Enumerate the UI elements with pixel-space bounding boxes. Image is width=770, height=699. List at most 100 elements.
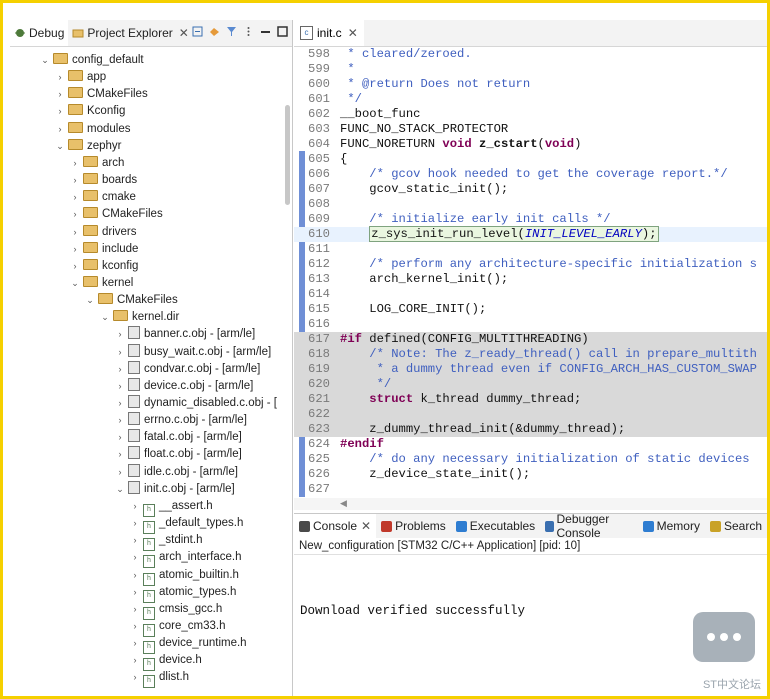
chevron-right-icon[interactable]: › <box>133 655 137 666</box>
chevron-down-icon[interactable]: ⌄ <box>116 483 124 494</box>
chevron-right-icon[interactable]: › <box>118 398 122 408</box>
tab-executables[interactable]: Executables <box>451 514 540 538</box>
filter-icon[interactable] <box>226 26 237 37</box>
chevron-right-icon[interactable]: › <box>133 586 137 597</box>
scroll-left-icon[interactable]: ◀ <box>340 498 347 508</box>
tab-debugger-console[interactable]: Debugger Console <box>540 512 637 540</box>
chevron-right-icon[interactable]: › <box>118 432 122 443</box>
tree-item[interactable]: ›h_default_types.h <box>130 515 243 535</box>
tree-item[interactable]: ›include <box>70 241 138 258</box>
editor-hscrollbar[interactable]: ◀ <box>294 498 767 510</box>
code-line[interactable]: 617#if defined(CONFIG_MULTITHREADING) <box>294 332 767 347</box>
tree-item[interactable]: ›errno.c.obj - [arm/le] <box>115 412 247 429</box>
code-line[interactable]: 601 */ <box>294 92 767 107</box>
close-icon[interactable]: ✕ <box>347 26 358 40</box>
code-line[interactable]: 612 /* perform any architecture-specific… <box>294 257 767 272</box>
code-line[interactable]: 613 arch_kernel_init(); <box>294 272 767 287</box>
tree-item[interactable]: ›CMakeFiles <box>55 86 148 103</box>
chevron-right-icon[interactable]: › <box>58 89 62 100</box>
chevron-right-icon[interactable]: › <box>58 106 62 117</box>
tree-item[interactable]: ›idle.c.obj - [arm/le] <box>115 463 238 481</box>
code-line[interactable]: 619 * a dummy thread even if CONFIG_ARCH… <box>294 362 767 377</box>
tree-item[interactable]: ›modules <box>55 121 130 138</box>
link-editor-icon[interactable] <box>209 26 220 37</box>
tree-item[interactable]: ›fatal.c.obj - [arm/le] <box>115 429 242 446</box>
chevron-right-icon[interactable]: › <box>133 672 137 683</box>
code-line[interactable]: 622 <box>294 407 767 422</box>
code-line[interactable]: 616 <box>294 317 767 332</box>
view-menu-icon[interactable] <box>243 26 254 37</box>
code-line[interactable]: 626 z_device_state_init(); <box>294 467 767 482</box>
chevron-right-icon[interactable]: › <box>118 415 122 426</box>
tree-item[interactable]: ›cmake <box>70 189 136 206</box>
tree-item[interactable]: ›dynamic_disabled.c.obj - [ <box>115 395 277 412</box>
tree-item[interactable]: ›boards <box>70 172 137 189</box>
chevron-right-icon[interactable]: › <box>118 449 122 460</box>
code-line[interactable]: 624#endif <box>294 437 767 452</box>
chevron-right-icon[interactable]: › <box>73 157 77 168</box>
chevron-right-icon[interactable]: › <box>73 226 77 237</box>
tab-debug[interactable]: Debug <box>10 20 69 46</box>
code-line[interactable]: 620 */ <box>294 377 767 392</box>
close-icon[interactable]: ✕ <box>361 519 372 533</box>
code-line[interactable]: 609 /* initialize early init calls */ <box>294 212 767 227</box>
tree-item[interactable]: ›condvar.c.obj - [arm/le] <box>115 360 260 378</box>
tree-item[interactable]: ›arch <box>70 155 124 172</box>
minimize-icon[interactable] <box>260 26 271 37</box>
tab-init-c[interactable]: c init.c ✕ <box>294 20 364 46</box>
code-line[interactable]: 625 /* do any necessary initialization o… <box>294 452 767 467</box>
tree-item[interactable]: ›CMakeFiles <box>70 206 163 223</box>
chevron-down-icon[interactable]: ⌄ <box>71 277 79 288</box>
chevron-right-icon[interactable]: › <box>133 620 137 631</box>
collapse-all-icon[interactable] <box>192 26 203 37</box>
tree-item[interactable]: ⌄kernel <box>70 275 133 292</box>
tree-item[interactable]: ›device.c.obj - [arm/le] <box>115 377 253 395</box>
chevron-right-icon[interactable]: › <box>118 380 122 391</box>
close-icon[interactable]: ✕ <box>178 26 189 40</box>
code-line[interactable]: 605{ <box>294 152 767 167</box>
tree-item[interactable]: ›app <box>55 69 106 86</box>
chevron-right-icon[interactable]: › <box>133 518 137 529</box>
tree-item[interactable]: ›h__assert.h <box>130 498 213 517</box>
tree-item[interactable]: ›banner.c.obj - [arm/le] <box>115 326 255 343</box>
chevron-right-icon[interactable]: › <box>133 569 137 580</box>
chevron-right-icon[interactable]: › <box>133 535 137 546</box>
tree-item[interactable]: ›float.c.obj - [arm/le] <box>115 446 242 463</box>
chevron-right-icon[interactable]: › <box>133 552 137 563</box>
tab-memory[interactable]: Memory <box>638 514 705 538</box>
tab-search[interactable]: Search <box>705 514 767 538</box>
chevron-right-icon[interactable]: › <box>118 466 122 477</box>
chevron-right-icon[interactable]: › <box>133 603 137 614</box>
code-line[interactable]: 607 gcov_static_init(); <box>294 182 767 197</box>
code-line[interactable]: 623 z_dummy_thread_init(&dummy_thread); <box>294 422 767 437</box>
tree-item[interactable]: ⌄init.c.obj - [arm/le] <box>115 480 235 498</box>
chevron-right-icon[interactable]: › <box>73 192 77 203</box>
code-line[interactable]: 606 /* gcov hook needed to get the cover… <box>294 167 767 182</box>
chevron-right-icon[interactable]: › <box>58 72 62 83</box>
code-line[interactable]: 598 * cleared/zeroed. <box>294 47 767 62</box>
code-line[interactable]: 614 <box>294 287 767 302</box>
chevron-down-icon[interactable]: ⌄ <box>41 55 49 65</box>
tree-item[interactable]: ⌄config_default <box>40 52 144 69</box>
chevron-right-icon[interactable]: › <box>118 329 122 340</box>
chevron-right-icon[interactable]: › <box>58 123 62 134</box>
tree-item[interactable]: ›busy_wait.c.obj - [arm/le] <box>115 343 271 361</box>
code-line[interactable]: 621 struct k_thread dummy_thread; <box>294 392 767 407</box>
code-line[interactable]: 602__boot_func <box>294 107 767 122</box>
chevron-right-icon[interactable]: › <box>73 243 77 254</box>
chevron-down-icon[interactable]: ⌄ <box>56 140 64 151</box>
chevron-right-icon[interactable]: › <box>133 638 137 649</box>
tree-item[interactable]: ›h_stdint.h <box>130 532 202 552</box>
tab-project-explorer[interactable]: Project Explorer ✕ <box>68 20 192 46</box>
chevron-right-icon[interactable]: › <box>73 209 77 220</box>
chevron-right-icon[interactable]: › <box>118 363 122 374</box>
chevron-right-icon[interactable]: › <box>133 500 137 511</box>
tab-console[interactable]: Console ✕ <box>294 514 377 538</box>
